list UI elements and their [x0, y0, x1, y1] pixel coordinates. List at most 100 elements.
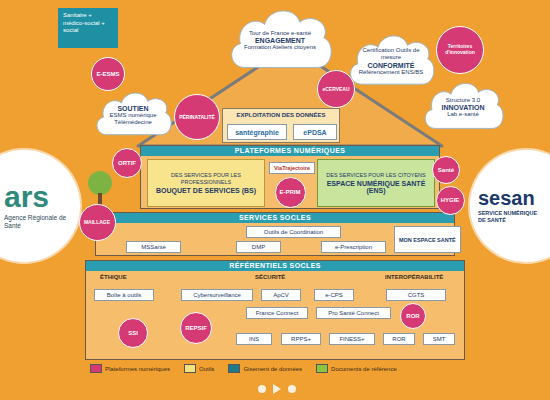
node-text: Boîte à outils — [107, 292, 142, 298]
node-text: ars — [4, 182, 72, 212]
node-text: DMP — [252, 244, 265, 250]
node-text: RÉFÉRENTIELS SOCLES — [86, 261, 464, 271]
node-text: santégraphie — [235, 129, 279, 136]
node-text: ESPACE NUMÉRIQUE SANTÉ (ENS) — [323, 180, 429, 194]
node-text: sesan — [478, 188, 546, 208]
project-badge: ROR — [400, 303, 426, 329]
node-text: SSI — [128, 330, 138, 336]
legend-item: Documents de référence — [316, 364, 397, 373]
node-text: France Connect — [256, 310, 299, 316]
tool-box: MON ESPACE SANTÉ — [394, 226, 461, 253]
project-badge: Territoires d'innovation — [436, 26, 484, 74]
node-text: ENGAGEMENT — [255, 37, 305, 44]
project-badge: E-PRIM — [275, 177, 306, 208]
project-badge: Santé — [432, 156, 460, 184]
tool-box: CGTS — [386, 289, 446, 301]
node-text: Territoires d'innovation — [440, 44, 480, 56]
scope-box: Sanitaire + médico-social + social — [58, 8, 118, 48]
node-text: INNOVATION — [442, 104, 485, 111]
node-text: SERVICE NUMÉRIQUE DE SANTÉ — [478, 210, 546, 223]
tool-box: Outils de Coordination — [246, 226, 341, 238]
node-text: Référencement ENS/BS — [359, 69, 424, 77]
project-badge: MAILLAGE — [79, 204, 116, 241]
node-text: EXPLOITATION DES DONNÉES — [223, 109, 339, 118]
node-text: BOUQUET DE SERVICES (BS) — [156, 187, 256, 194]
tool-box: Cybersurveillance — [181, 289, 253, 301]
tool-box: ViaTrajectoire — [269, 162, 315, 174]
node-text: Lab e-santé — [447, 111, 479, 119]
node-text: SERVICES SOCLES — [96, 213, 454, 223]
node-text: ROR — [406, 313, 419, 319]
node-text: PLATEFORMES NUMÉRIQUES — [141, 146, 439, 156]
legend-swatch — [90, 364, 102, 373]
node-text: ePDSA — [303, 129, 326, 136]
node-text: Sanitaire + médico-social + social — [63, 12, 113, 35]
node-text: CONFORMITÉ — [367, 62, 414, 69]
project-badge: ORTIF — [112, 148, 142, 178]
node-text: MAILLAGE — [84, 219, 110, 225]
legend-swatch — [184, 364, 196, 373]
cloud-bubble: Structure 3.0INNOVATIONLab e-santé — [420, 78, 506, 132]
node-text: ESMS numérique Télémédecine — [105, 112, 161, 127]
tool-box: ePDSA — [293, 124, 337, 140]
tool-box: ROR — [383, 333, 415, 345]
node-text: DES SERVICES POUR LES CITOYENS — [326, 172, 425, 179]
node-text: Pro Santé Connect — [328, 310, 379, 316]
tool-box: MSSanté — [126, 241, 181, 253]
node-text: RPPS+ — [291, 336, 311, 342]
layer-band: SERVICES SOCLES Outils de CoordinationMSS… — [95, 212, 455, 256]
project-badge: REPSIF — [180, 312, 212, 344]
tool-box: DMP — [236, 241, 281, 253]
tool-box: RPPS+ — [281, 333, 321, 345]
tool-box: santégraphie — [227, 124, 287, 140]
node-text: Outils de Coordination — [264, 229, 323, 235]
node-text: SMT — [433, 336, 446, 342]
node-text: MON ESPACE SANTÉ — [399, 237, 456, 243]
service-panel: DES SERVICES POUR LES PROFESSIONNELS BOUQ… — [147, 159, 265, 207]
node-text: Structure 3.0 — [446, 97, 480, 105]
node-text: Cybersurveillance — [193, 292, 241, 298]
node-text: Certification Outils de mesure — [358, 47, 424, 62]
node-text: INS — [249, 336, 259, 342]
node-text: HYGIE — [441, 197, 460, 203]
legend-swatch — [228, 364, 240, 373]
node-text: E-ESMS — [96, 71, 119, 77]
legend-item: Outils — [184, 364, 214, 373]
node-text: eCERVEAU — [322, 86, 349, 92]
cloud-bubble: SOUTIENESMS numérique Télémédecine — [92, 88, 174, 138]
legend-text: Documents de référence — [331, 366, 397, 372]
cloud-bubble: Certification Outils de mesureCONFORMITÉ… — [345, 30, 437, 88]
node-text: E-PRIM — [280, 189, 301, 195]
node-text: Santé — [438, 167, 454, 173]
tool-box: e-CPS — [314, 289, 354, 301]
legend-text: Gisement de données — [243, 366, 302, 372]
node-text: Agence Régionale de Santé — [4, 214, 72, 230]
legend-text: Outils — [199, 366, 214, 372]
legend: Plateformes numériques Outils Gisement de … — [90, 364, 397, 373]
service-panel: DES SERVICES POUR LES CITOYENSESPACE NUM… — [317, 159, 435, 207]
tool-box: Boîte à outils — [94, 289, 154, 301]
node-text: FINESS+ — [339, 336, 364, 342]
data-panel: EXPLOITATION DES DONNÉES santégraphie ePDS… — [222, 108, 340, 143]
project-badge: E-ESMS — [91, 57, 125, 91]
node-text: e-Prescription — [335, 244, 372, 250]
tool-box: SMT — [423, 333, 455, 345]
project-badge: SSI — [118, 318, 148, 348]
tool-box: FINESS+ — [329, 333, 375, 345]
project-badge: PÉRINATALITÉ — [174, 94, 220, 140]
tool-box: ApCV — [261, 289, 301, 301]
node-text: SOUTIEN — [117, 105, 148, 112]
column-heading: SÉCURITÉ — [255, 274, 285, 280]
node-text: ViaTrajectoire — [274, 165, 310, 171]
node-text: ROR — [392, 336, 405, 342]
tool-box: France Connect — [246, 307, 308, 319]
column-heading: INTEROPÉRABILITÉ — [385, 274, 443, 280]
node-text: MSSanté — [141, 244, 166, 250]
tool-box: INS — [236, 333, 272, 345]
legend-item: Gisement de données — [228, 364, 302, 373]
legend-item: Plateformes numériques — [90, 364, 170, 373]
node-text: DES SERVICES POUR LES PROFESSIONNELS — [153, 172, 259, 185]
tool-box: e-Prescription — [321, 241, 386, 253]
project-badge: HYGIE — [436, 186, 465, 215]
